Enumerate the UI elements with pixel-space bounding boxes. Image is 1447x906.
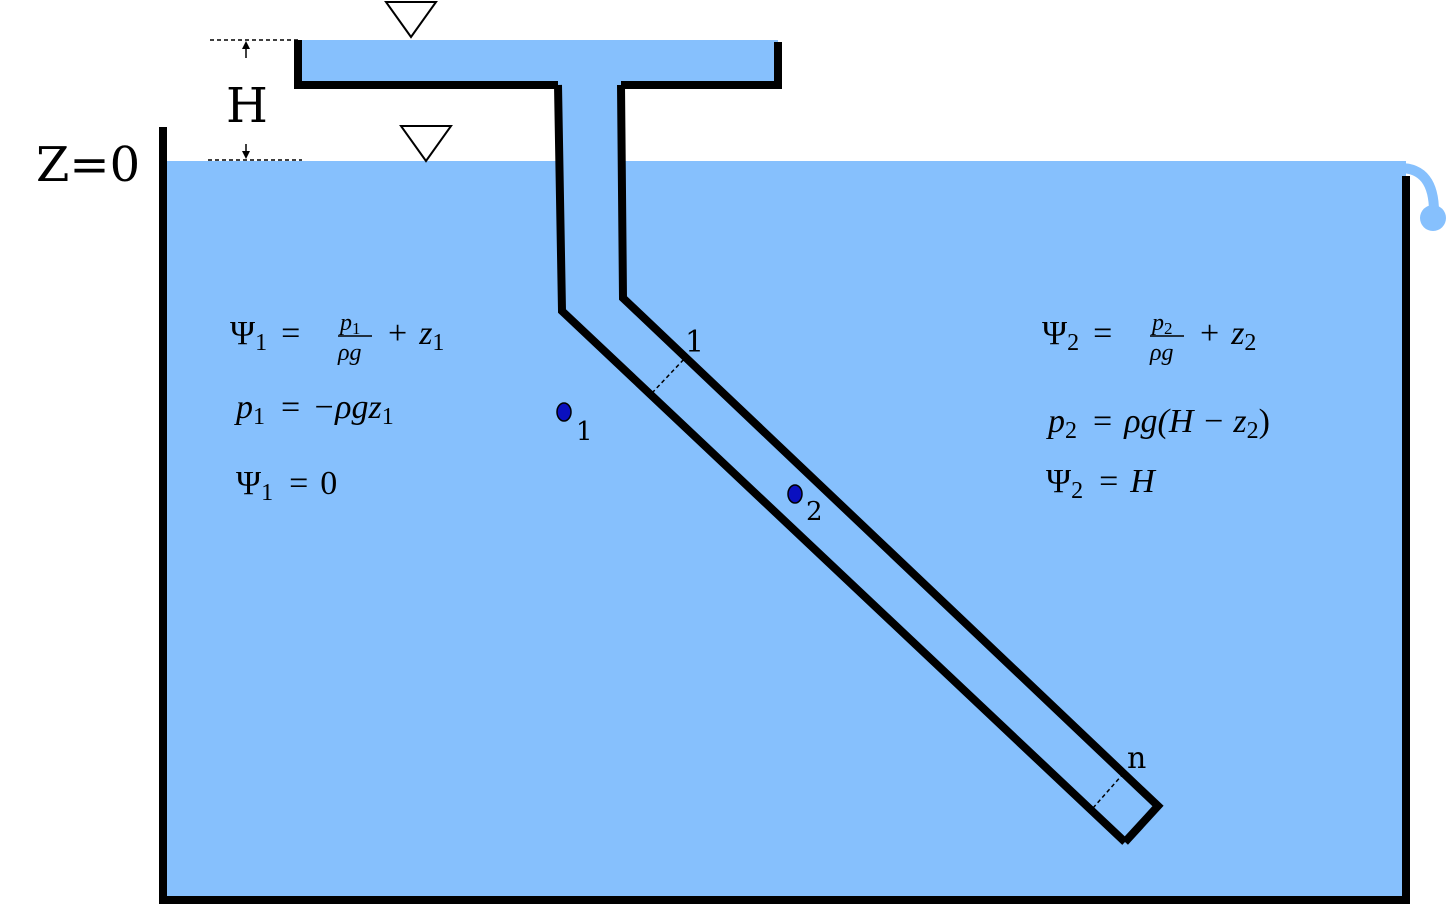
section-n-label: n (1127, 741, 1146, 776)
svg-text:p1: p1 (338, 310, 361, 338)
point-2-marker (787, 484, 803, 504)
svg-text:p1=−ρgz1: p1=−ρgz1 (234, 389, 394, 430)
svg-text:p2=ρg(H − z2): p2=ρg(H − z2) (1046, 403, 1270, 444)
svg-text:p2: p2 (1150, 310, 1173, 338)
z-zero-label: Z=0 (36, 137, 140, 193)
equation-psi1-value: Ψ1=0 (236, 465, 337, 506)
overflow-drop (1420, 205, 1446, 231)
equation-p1: p1=−ρgz1 (234, 389, 394, 430)
reservoir-wall-left (294, 40, 558, 89)
tank-wall (159, 127, 1410, 904)
arrow-down-icon (242, 151, 250, 159)
equation-psi2-value: Ψ2=H (1046, 463, 1157, 504)
svg-text:Ψ1=: Ψ1= (230, 315, 300, 356)
svg-text:Ψ2=H: Ψ2=H (1046, 463, 1157, 504)
reservoir-wall-right (621, 42, 782, 89)
triangle-down-icon (399, 125, 453, 163)
section-n-line (1092, 773, 1124, 809)
svg-text:ρg: ρg (337, 340, 362, 366)
section-1-label: 1 (685, 325, 704, 360)
pipe-wall-right (617, 84, 1164, 845)
svg-text:Ψ1=0: Ψ1=0 (236, 465, 337, 506)
section-1-line (651, 356, 687, 394)
svg-text:ρg: ρg (1149, 340, 1174, 366)
point-1-marker (556, 402, 572, 422)
equation-psi2-definition: Ψ2= p2 ρg +z2 (1042, 310, 1256, 366)
svg-text:+z1: +z1 (388, 315, 444, 356)
point-1-label: 1 (576, 417, 593, 447)
svg-text:+z2: +z2 (1200, 315, 1256, 356)
head-label: H (226, 78, 268, 134)
svg-text:Ψ2=: Ψ2= (1042, 315, 1112, 356)
upper-reservoir-water (298, 40, 778, 85)
overflow-spout (1399, 163, 1439, 213)
equation-psi1-definition: Ψ1= p1 ρg +z1 (230, 310, 444, 366)
arrow-up-icon (242, 41, 250, 49)
equation-p2: p2=ρg(H − z2) (1046, 403, 1270, 444)
tank-water (163, 161, 1406, 900)
pipe-wall-left (554, 84, 1128, 845)
triangle-down-icon (384, 1, 438, 39)
point-2-label: 2 (806, 497, 823, 527)
